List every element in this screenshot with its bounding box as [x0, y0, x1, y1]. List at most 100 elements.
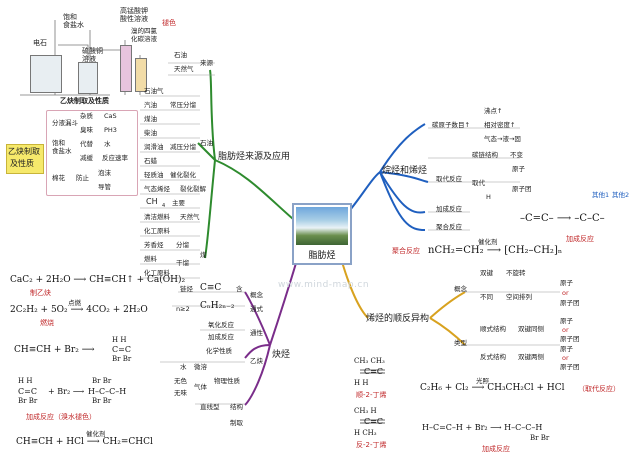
alkene-side-1: 其他2 — [612, 191, 630, 199]
eq-br-1-prod-1: C=C — [112, 345, 131, 354]
isomer-node-17: or — [562, 354, 569, 362]
source-node-7: 润滑油 — [144, 143, 164, 151]
box-r4-c: 泡沫 — [98, 169, 111, 177]
test-tube — [30, 55, 62, 93]
isomer-node-7: 原子团 — [560, 299, 580, 307]
source-node-22: 芳香烃 — [144, 241, 164, 249]
source-node-20: 化工原料 — [144, 227, 170, 235]
apparatus-label-0: 饱和 — [63, 13, 77, 21]
eq-br-2-left-0: H H — [18, 377, 33, 385]
alkene-node-7: 取代 — [472, 179, 485, 187]
isomer-node-3: 不同 — [480, 293, 493, 301]
box-r1-c: 臭味 — [80, 126, 93, 134]
cis-struct-2: H H — [354, 379, 369, 387]
waterfall-photo — [296, 207, 348, 245]
source-node-0: 石油 — [174, 51, 187, 59]
alkene-poly-label: 聚合反应 — [392, 247, 420, 255]
apparatus-title: 乙炔制取及性质 — [60, 97, 109, 105]
apparatus-label-5: 电石 — [33, 39, 47, 47]
source-node-12: 减压分馏 — [170, 143, 196, 151]
source-node-18: 主要 — [172, 199, 185, 207]
box-r4-b: 防止 — [76, 174, 89, 182]
alkene-node-6: 不变 — [510, 151, 523, 159]
acetylene-box-title-1: 及性质 — [10, 159, 34, 168]
source-node-5: 煤油 — [144, 115, 157, 123]
box-r0-c: CaS — [104, 112, 117, 120]
isomer-title[interactable]: 烯烃的顺反异构 — [366, 313, 430, 323]
source-node-27: 煤 — [200, 251, 207, 259]
source-node-13: 催化裂化 — [170, 171, 196, 179]
isomer-node-1: 双键 — [480, 269, 493, 277]
source-node-1: 天然气 — [174, 65, 194, 73]
center-node[interactable]: 脂肪烃 — [292, 203, 352, 265]
alkene-poly-eq: nCH₂=CH₂ ⟶ [CH₂–CH₂]ₙ — [428, 245, 563, 256]
alkyne-node-9: 化学性质 — [206, 347, 232, 355]
center-label: 脂肪烃 — [308, 251, 336, 261]
alkyne-node-11: 水 — [180, 363, 187, 371]
alkene-node-10: H — [486, 193, 491, 201]
alkene-node-1: 沸点↑ — [484, 107, 503, 115]
trans-struct-0: CH₃ H — [354, 407, 377, 415]
alkyne-node-0: 链烃 — [180, 285, 193, 293]
isomer-node-0: 概念 — [454, 285, 467, 293]
isomer-node-10: 双键同侧 — [518, 325, 544, 333]
source-node-14: 裂化裂解 — [180, 185, 206, 193]
eq-br-1-prod-0: H H — [112, 336, 127, 344]
alkyne-node-2: 含 — [236, 285, 243, 293]
apparatus-label-1: 食盐水 — [63, 21, 84, 29]
alkyne-node-13: 无色 — [174, 377, 187, 385]
source-node-10: 气态烯烃 — [144, 185, 170, 193]
isomer-node-12: or — [562, 326, 569, 334]
alkene-node-5: 碳链结构 — [472, 151, 498, 159]
alkene-node-4: 取代反应 — [436, 175, 462, 183]
acetylene-box[interactable] — [6, 144, 44, 174]
sub-eq: C₂H₆ + Cl₂ ⟶ CH₃CH₂Cl + HCl — [420, 383, 565, 393]
source-node-4: 汽油 — [144, 101, 157, 109]
eq-combustion-note: 燃烧 — [40, 319, 54, 327]
sub-eq-note: （取代反应） — [578, 385, 620, 393]
source-node-15: 石油 — [200, 139, 213, 147]
eq-combustion: 2C₂H₂ + 5O₂ ⟶ 4CO₂ + 2H₂O — [10, 305, 148, 315]
alkyne-node-6: 通式 — [250, 305, 263, 313]
source-node-16: CH — [146, 197, 158, 206]
bromine-tube — [135, 58, 147, 92]
alkyne-node-16: 物理性质 — [214, 377, 240, 385]
box-r0-b: 杂质 — [80, 112, 93, 120]
source-node-3: 石油气 — [144, 87, 164, 95]
add-eq-note: 加成反应 — [482, 445, 510, 453]
alkene-eq-add: –C=C– ⟶ –C–C– — [520, 213, 605, 224]
cis-struct-1: C=C — [364, 367, 383, 376]
eq-br-2-left-1: C=C — [18, 387, 37, 396]
box-r0-a: 分液漏斗 — [52, 119, 78, 127]
alkyne-node-18: 结构 — [230, 403, 243, 411]
alkene-node-11: 加成反应 — [436, 205, 462, 213]
eq-br-1-prod-2: Br Br — [112, 355, 132, 363]
alkene-node-12: 聚合反应 — [436, 223, 462, 231]
isomer-node-13: 原子团 — [560, 335, 580, 343]
source-node-6: 柴油 — [144, 129, 157, 137]
alkyne-title[interactable]: 炔烃 — [272, 349, 291, 359]
eq-hcl: CH≡CH + HCl ⟶ CH₂=CHCl — [16, 437, 153, 447]
eq-br-2-left-2: Br Br — [18, 397, 38, 405]
source-node-19: 清洁燃料 — [144, 213, 170, 221]
isomer-node-5: 原子 — [560, 279, 573, 287]
isomer-node-14: 反式结构 — [480, 353, 506, 361]
sub-eq-over: 光照 — [476, 377, 489, 385]
source-node-11: 常压分馏 — [170, 101, 196, 109]
acetylene-box-title-0: 乙炔制取 — [8, 147, 40, 156]
eq-br-2-prod-2: Br Br — [92, 397, 112, 405]
alkyne-node-7: 氧化反应 — [208, 321, 234, 329]
watermark: www.mind-map.cn — [278, 280, 370, 290]
alkene-node-3: 气态→液→固 — [484, 135, 521, 143]
source-title[interactable]: 脂肪烃来源及应用 — [218, 151, 291, 161]
source-node-24: 化工原料 — [144, 269, 170, 277]
alkene-title[interactable]: 烷烃和烯烃 — [382, 165, 428, 175]
eq-hcl-over: 催化剂 — [86, 430, 106, 438]
alkene-node-9: 原子团 — [512, 185, 532, 193]
source-node-25: 分馏 — [176, 241, 189, 249]
alkyne-node-8: 加成反应 — [208, 333, 234, 341]
isomer-node-8: 类型 — [454, 339, 467, 347]
isomer-node-9: 顺式结构 — [480, 325, 506, 333]
apparatus-label-2: 高锰酸钾 — [120, 7, 148, 15]
